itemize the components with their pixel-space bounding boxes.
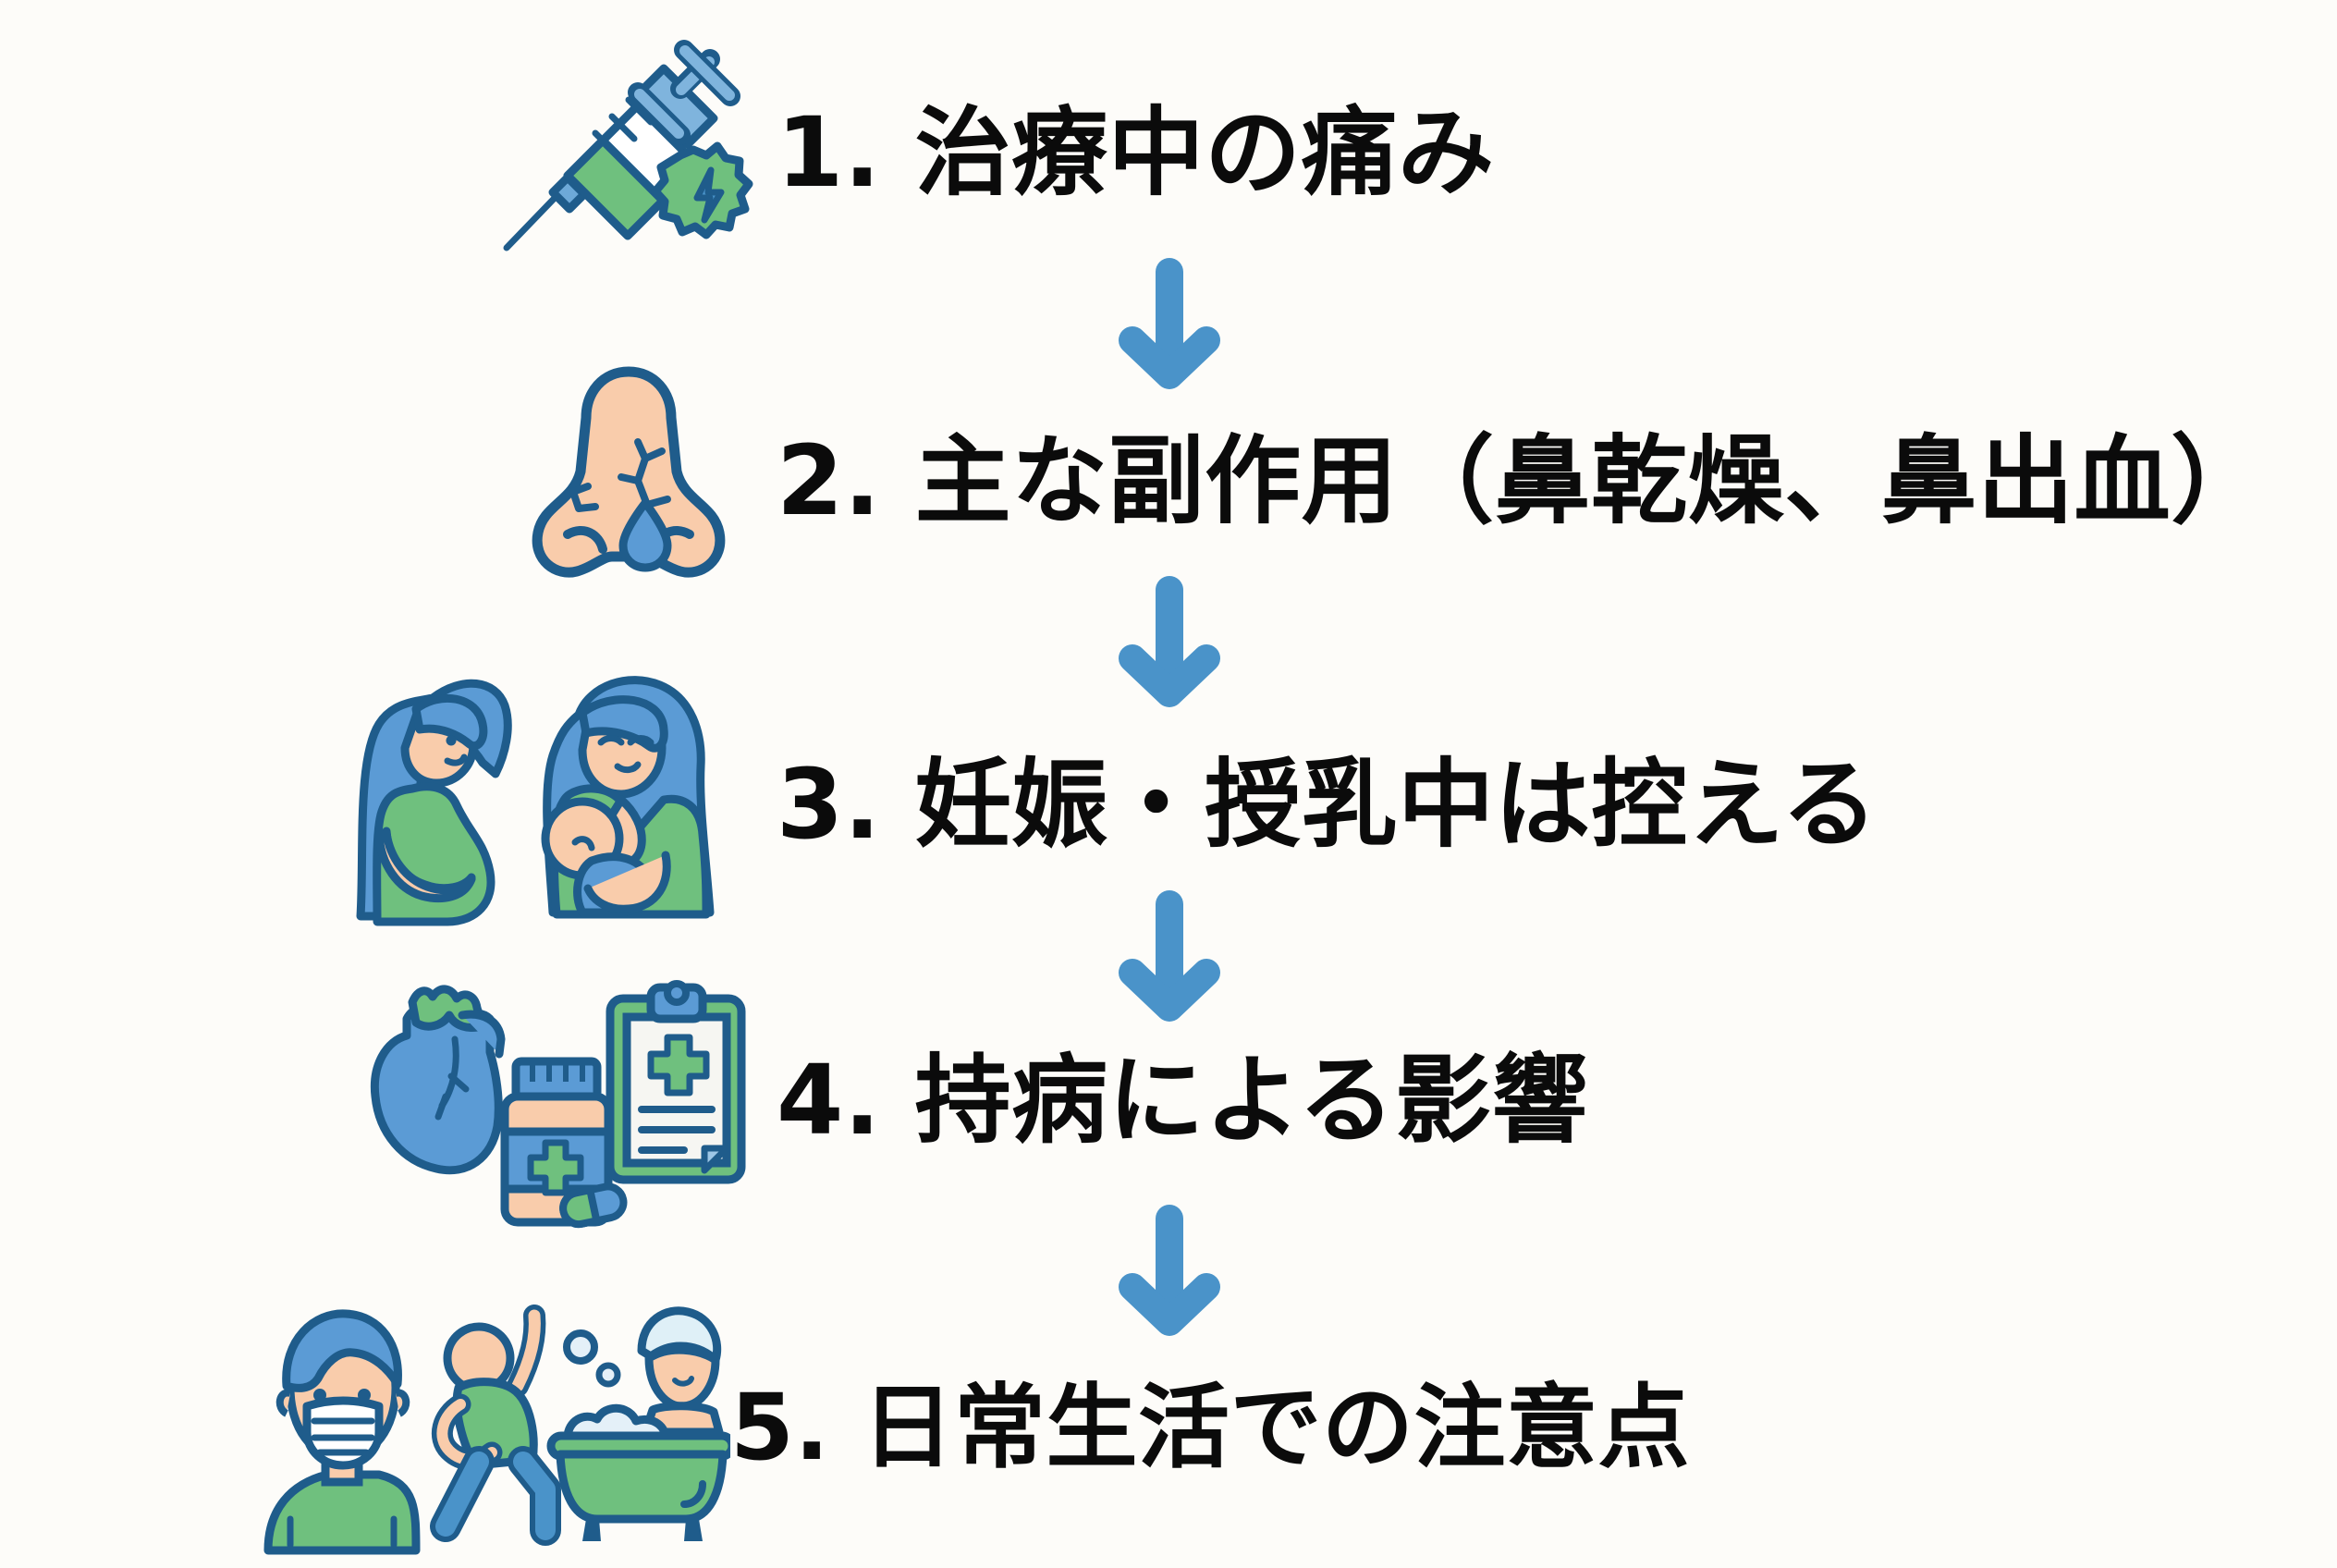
step-3-icon-group <box>0 670 777 938</box>
step-row-2: 2. 主な副作用（鼻乾燥、鼻出血） <box>0 361 2337 601</box>
water-droplet-icon <box>618 496 672 572</box>
capsule-pill-icon <box>559 1182 628 1229</box>
anatomical-heart-icon <box>370 985 506 1175</box>
syringe-icon <box>503 40 753 251</box>
step-row-4: 4. 持病による影響 <box>0 962 2337 1239</box>
breastfeeding-mother-icon <box>541 676 715 919</box>
arrow-3-to-4 <box>1114 888 1225 1026</box>
down-arrow-icon <box>1119 1205 1220 1336</box>
down-arrow-icon <box>1119 890 1220 1022</box>
step-row-3: 3. 妊娠・授乳中は控える <box>0 666 2337 943</box>
down-arrow-icon <box>1119 576 1220 707</box>
step-4-label: 4. 持病による影響 <box>777 1043 1588 1157</box>
chronic-illness-icons <box>370 980 746 1229</box>
step-5-icon-group <box>0 1299 730 1558</box>
step-2-icon-group <box>0 361 777 601</box>
bathtub-person-icon <box>546 1306 730 1541</box>
stretching-person-icon <box>430 1305 561 1546</box>
step-3-label: 3. 妊娠・授乳中は控える <box>777 747 1878 861</box>
step-1-icon-group <box>0 37 777 268</box>
arrow-4-to-5 <box>1114 1202 1225 1341</box>
step-2-label: 2. 主な副作用（鼻乾燥、鼻出血） <box>777 423 2268 537</box>
daily-life-icons <box>263 1305 730 1555</box>
nose-icon <box>532 366 726 578</box>
masked-person-icon <box>263 1309 421 1555</box>
step-row-1: 1. 治療中の痛み <box>0 37 2337 268</box>
lightning-badge-icon <box>651 141 753 239</box>
maternity-icons <box>356 676 715 926</box>
down-arrow-icon <box>1119 258 1220 389</box>
pregnant-woman-icon <box>356 679 512 926</box>
arrow-1-to-2 <box>1114 255 1225 394</box>
arrow-2-to-3 <box>1114 573 1225 712</box>
medical-clipboard-icon <box>606 980 746 1184</box>
step-1-label: 1. 治療中の痛み <box>777 95 1495 209</box>
step-5-label: 5. 日常生活での注意点 <box>730 1374 1690 1481</box>
step-row-5: 5. 日常生活での注意点 <box>0 1294 2337 1562</box>
step-4-icon-group <box>0 962 777 1239</box>
